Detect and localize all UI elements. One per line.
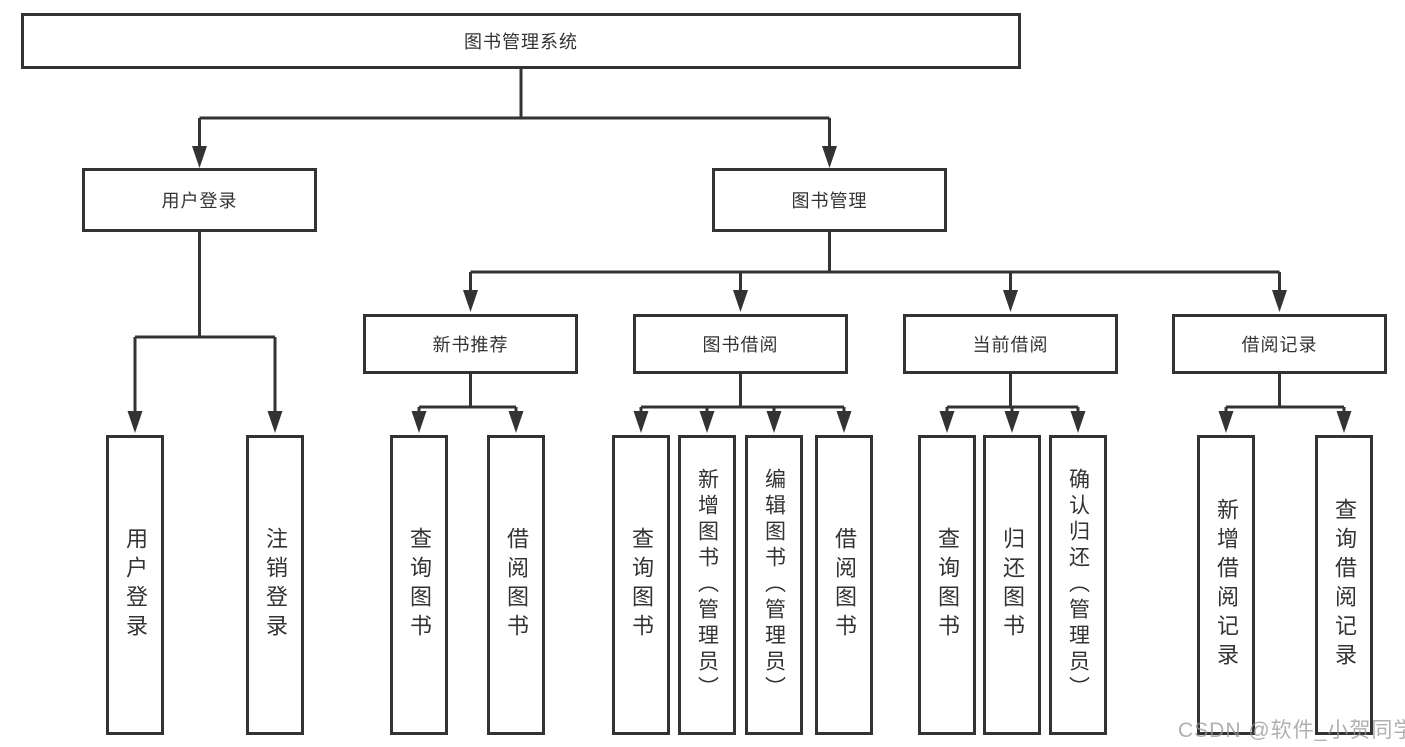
node-user-login-action: 用户登录	[106, 435, 164, 735]
node-current-confirm-return-admin: 确认归还（管理员）	[1049, 435, 1107, 735]
node-book-management: 图书管理	[712, 168, 947, 232]
connector-root-to-level2	[198, 69, 831, 152]
node-current-return-books: 归还图书	[983, 435, 1041, 735]
node-borrowing-edit-books-admin: 编辑图书（管理员）	[745, 435, 803, 735]
arrowhead-icon	[192, 146, 207, 168]
arrowhead-icon	[411, 411, 427, 433]
arrowhead-icon	[939, 411, 955, 433]
arrowhead-icon	[508, 411, 524, 433]
node-new-book-recommend: 新书推荐	[363, 314, 578, 374]
node-borrowing-add-books-admin: 新增图书（管理员）	[678, 435, 736, 735]
node-records-query-record: 查询借阅记录	[1315, 435, 1373, 735]
arrowhead-icon	[699, 411, 715, 433]
arrowhead-icon	[836, 411, 852, 433]
node-borrowing-query-books: 查询图书	[612, 435, 670, 735]
node-current-borrowing: 当前借阅	[903, 314, 1118, 374]
node-logout-action: 注销登录	[246, 435, 304, 735]
connector-current-to-leaves	[945, 374, 1080, 417]
connector-records-to-leaves	[1224, 374, 1346, 417]
connector-recommend-to-leaves	[417, 374, 518, 417]
node-library-management-system: 图书管理系统	[21, 13, 1021, 69]
connector-borrow-to-leaves	[639, 374, 846, 417]
arrowhead-icon	[1004, 411, 1020, 433]
arrowhead-icon	[463, 290, 478, 312]
connector-userlogin-to-leaves	[133, 232, 277, 417]
node-borrow-records: 借阅记录	[1172, 314, 1387, 374]
node-recommend-query-books: 查询图书	[390, 435, 448, 735]
arrowhead-icon	[1218, 411, 1234, 433]
arrowhead-icon	[1003, 290, 1018, 312]
arrowhead-icon	[267, 411, 283, 433]
arrowheads	[127, 146, 1352, 433]
arrowhead-icon	[822, 146, 837, 168]
arrowhead-icon	[1070, 411, 1086, 433]
connector-bookmgmt-to-level3	[469, 232, 1281, 296]
arrowhead-icon	[1336, 411, 1352, 433]
node-records-add-record: 新增借阅记录	[1197, 435, 1255, 735]
csdn-watermark: CSDN @软件_小贺同学	[1178, 719, 1405, 742]
arrowhead-icon	[766, 411, 782, 433]
arrowhead-icon	[733, 290, 748, 312]
node-recommend-borrow-books: 借阅图书	[487, 435, 545, 735]
arrowhead-icon	[127, 411, 143, 433]
node-current-query-books: 查询图书	[918, 435, 976, 735]
node-borrowing-borrow-books: 借阅图书	[815, 435, 873, 735]
arrowhead-icon	[1272, 290, 1287, 312]
node-book-borrowing: 图书借阅	[633, 314, 848, 374]
node-user-login: 用户登录	[82, 168, 317, 232]
arrowhead-icon	[633, 411, 649, 433]
